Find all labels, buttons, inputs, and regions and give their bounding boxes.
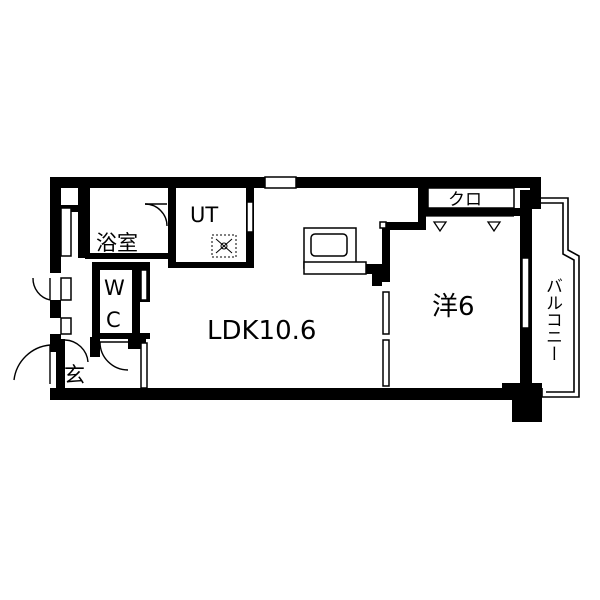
toilet-label-top: W [104,276,125,300]
entrance-label: 玄 [64,363,85,387]
kitchen-sink [303,227,367,275]
ldk-label: LDK10.6 [207,316,316,346]
washer-pan-icon [211,234,237,258]
balcony-label: バルコニー [542,277,562,362]
bath-label: 浴室 [96,231,138,255]
western-room-label: 洋6 [432,292,475,322]
closet-label: クロ [448,190,482,210]
interior-doors [140,187,530,389]
door-swings [13,203,168,384]
utility-label: UT [190,203,218,227]
closet-marks [426,215,514,233]
left-wall-openings [60,207,72,335]
toilet-label-bottom: C [106,308,121,332]
top-window [264,176,297,189]
